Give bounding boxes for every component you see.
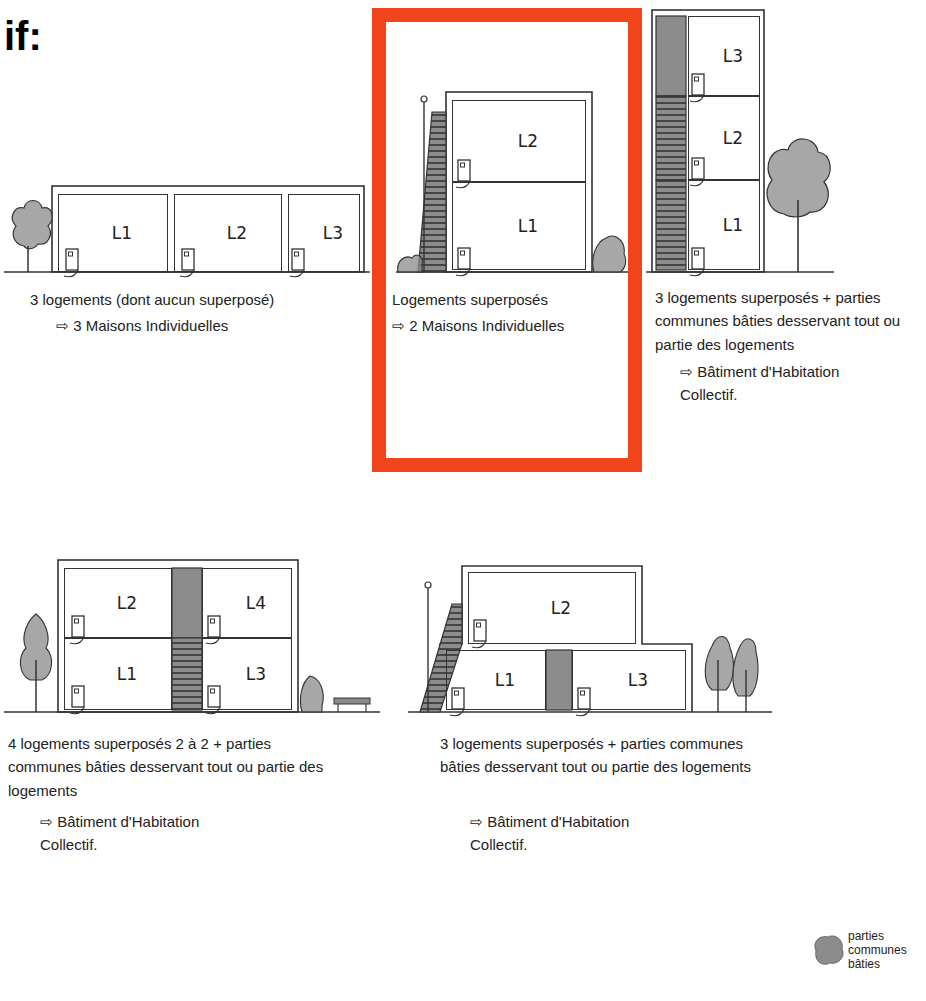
dwelling-box: L2 [468, 572, 636, 644]
legend-text: parties communes bâties [848, 930, 920, 971]
legend-swatch [815, 936, 843, 964]
dwelling-label: L2 [117, 593, 137, 613]
dwelling-box: L2 [688, 96, 760, 180]
building-4 [4, 560, 380, 714]
dwelling-label: L1 [723, 215, 743, 235]
building-1 [4, 186, 370, 277]
caption-text: ⇨ Bâtiment d'Habitation Collectif. [680, 363, 839, 403]
dwelling-label: L3 [246, 664, 266, 684]
legend-entry: parties communes bâties [808, 930, 920, 971]
building-3 [646, 10, 834, 276]
caption-text: ⇨ 3 Maisons Individuelles [56, 317, 228, 334]
dwelling-label: L1 [112, 223, 132, 243]
dwelling-box: L1 [688, 180, 760, 270]
building-2 [396, 92, 628, 276]
caption-text: Logements superposés [392, 291, 548, 308]
dwelling-box: L3 [202, 638, 292, 710]
dwelling-box: L3 [688, 16, 760, 96]
dwelling-label: L2 [518, 131, 538, 151]
dwelling-label: L3 [628, 670, 648, 690]
caption-box: ⇨ Bâtiment d'Habitation Collectif. [470, 810, 680, 857]
caption-text: ⇨ Bâtiment d'Habitation Collectif. [40, 813, 199, 853]
dwelling-box: L3 [572, 650, 686, 710]
dwelling-box: L1 [452, 182, 586, 270]
caption-box: ⇨ 2 Maisons Individuelles [392, 314, 624, 337]
dwelling-box: L1 [64, 638, 172, 710]
dwelling-box: L1 [446, 650, 546, 710]
dwelling-box: L2 [174, 194, 282, 272]
dwelling-box: L3 [288, 194, 360, 272]
caption-text: ⇨ Bâtiment d'Habitation Collectif. [470, 813, 629, 853]
dwelling-label: L2 [227, 223, 247, 243]
legend-swatch-box [808, 931, 848, 971]
dwelling-label: L3 [323, 223, 343, 243]
caption-box: 4 logements superposés 2 à 2 + parties c… [8, 732, 338, 802]
caption-text: 3 logements (dont aucun superposé) [30, 291, 274, 308]
building-5 [408, 566, 772, 716]
slide-title: if: [4, 14, 42, 59]
caption-text: ⇨ 2 Maisons Individuelles [392, 317, 564, 334]
dwelling-label: L1 [518, 216, 538, 236]
caption-box: ⇨ Bâtiment d'Habitation Collectif. [680, 360, 880, 407]
dwelling-box: L2 [452, 100, 586, 182]
dwelling-label: L2 [723, 128, 743, 148]
caption-box: 3 logements (dont aucun superposé) [30, 288, 360, 311]
dwelling-box: L1 [58, 194, 168, 272]
caption-box: Logements superposés [392, 288, 624, 311]
caption-box: 3 logements superposés + parties commune… [655, 286, 921, 356]
dwelling-label: L1 [117, 664, 137, 684]
caption-box: ⇨ Bâtiment d'Habitation Collectif. [40, 810, 250, 857]
caption-text: 3 logements superposés + parties commune… [440, 735, 751, 775]
dwelling-label: L1 [495, 670, 515, 690]
caption-box: ⇨ 3 Maisons Individuelles [56, 314, 356, 337]
caption-text: 3 logements superposés + parties commune… [655, 289, 900, 353]
dwelling-label: L3 [723, 46, 743, 66]
caption-box: 3 logements superposés + parties commune… [440, 732, 770, 779]
dwelling-label: L4 [246, 593, 266, 613]
dwelling-label: L2 [551, 598, 571, 618]
highlight-frame [379, 15, 635, 465]
dwelling-box: L2 [64, 568, 172, 638]
dwelling-box: L4 [202, 568, 292, 638]
caption-text: 4 logements superposés 2 à 2 + parties c… [8, 735, 323, 799]
